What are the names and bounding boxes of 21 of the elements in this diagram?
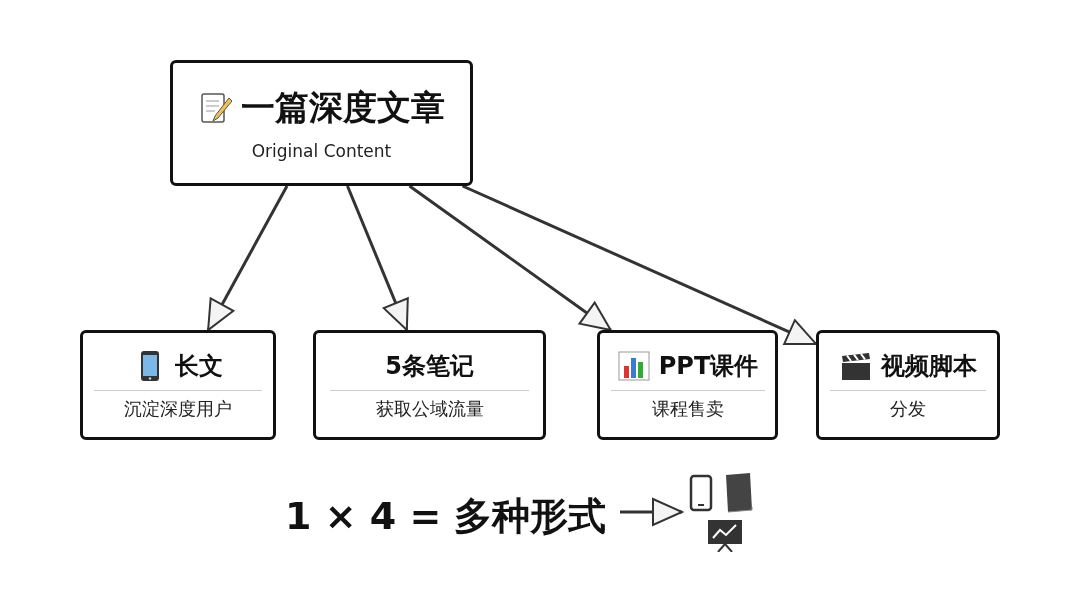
arrow	[206, 185, 289, 331]
content-box	[816, 330, 1000, 440]
content-box	[313, 330, 546, 440]
box-title: 视频脚本	[881, 350, 977, 382]
box-subtitle: 分发	[890, 396, 926, 421]
content-box	[597, 330, 778, 440]
content-box	[170, 60, 473, 186]
box-subtitle: 课程售卖	[651, 396, 724, 421]
box-title: 5条笔记	[385, 350, 474, 382]
box-title: PPT课件	[658, 350, 759, 382]
arrow	[461, 184, 817, 346]
arrow	[620, 498, 683, 526]
box-subtitle: 获取公域流量	[375, 396, 484, 421]
arrow	[346, 185, 409, 331]
box-title: 长文	[175, 350, 223, 382]
box-title: 一篇深度文章	[240, 86, 445, 129]
box-subtitle: 沉淀深度用户	[124, 396, 232, 421]
arrow	[408, 184, 612, 332]
box-subtitle: Original Content	[251, 141, 392, 161]
formula-text: 1 × 4 = 多种形式	[285, 488, 620, 544]
content-box	[80, 330, 276, 440]
